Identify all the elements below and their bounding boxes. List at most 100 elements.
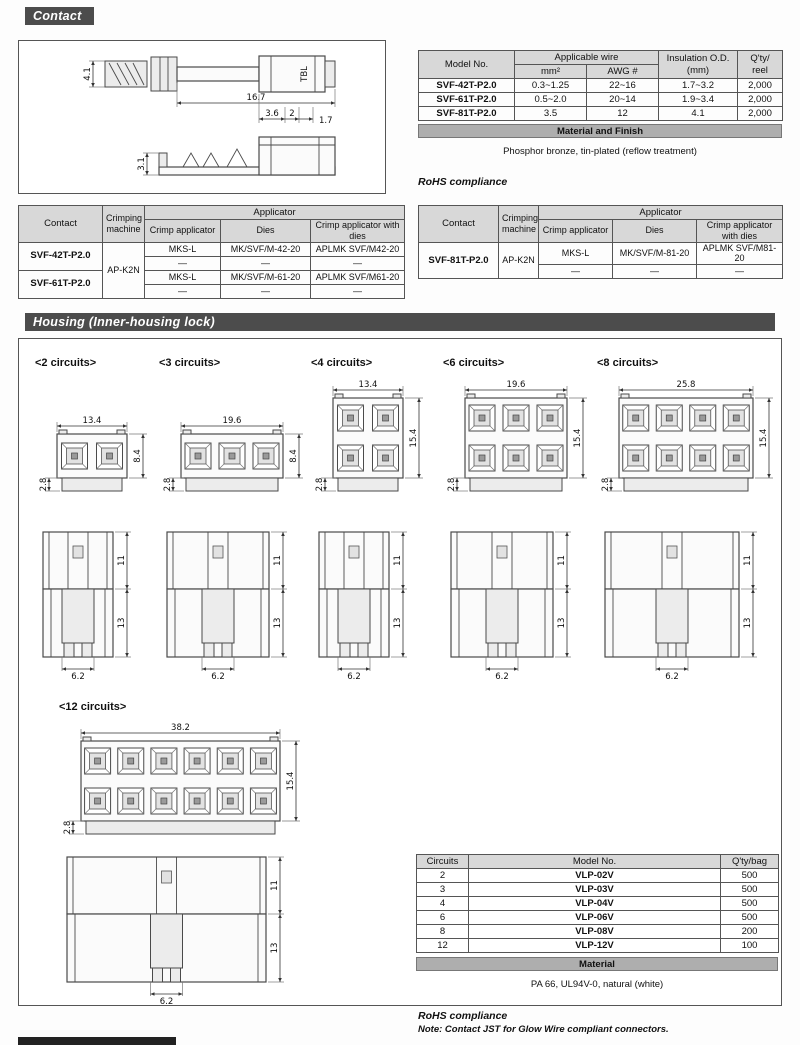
variant-label: <12 circuits> — [59, 701, 127, 713]
contact-model: SVF-81T-P2.0 — [418, 241, 499, 280]
header-model-no: Model No. — [418, 50, 515, 79]
material-text: PA 66, UL94V-0, natural (white) — [530, 979, 664, 990]
next-section-bar-partial — [18, 1037, 176, 1045]
dash: — — [538, 264, 613, 280]
table-row: — — — — [19, 255, 406, 271]
housing-front-view: 19.6 15.4 2.8 — [443, 378, 593, 512]
svg-text:8.4: 8.4 — [289, 449, 299, 463]
svg-text:13: 13 — [273, 618, 283, 629]
header-applicable-wire: Applicable wire — [514, 50, 659, 65]
header-crimp-applicator: Crimp applicator — [538, 219, 613, 243]
crimping-machine: AP-K2N — [498, 241, 539, 280]
circuits: 6 — [416, 910, 469, 925]
svg-text:2.8: 2.8 — [447, 478, 457, 492]
header-applicator: Applicator — [537, 205, 784, 220]
svg-text:6.2: 6.2 — [495, 672, 509, 680]
variant-label: <2 circuits> — [35, 357, 97, 369]
svg-text:8.4: 8.4 — [133, 449, 143, 463]
svg-text:6.2: 6.2 — [71, 672, 85, 680]
wire-mm2: 0.3~1.25 — [514, 78, 587, 93]
svg-text:13: 13 — [557, 618, 567, 629]
svg-text:19.6: 19.6 — [507, 380, 526, 390]
table-row: 2 VLP-02V 500 — [416, 868, 779, 883]
qty-bag: 100 — [720, 938, 779, 953]
svg-text:15.4: 15.4 — [573, 429, 583, 448]
header-applicator: Applicator — [143, 205, 406, 220]
header-qty-bag: Q'ty/bag — [720, 854, 779, 869]
variant-label: <4 circuits> — [311, 357, 373, 369]
insulation-od: 1.9~3.4 — [658, 92, 738, 107]
header-crimp-applicator-with-dies: Crimp applicator with dies — [695, 219, 784, 243]
table-row: SVF-42T-P2.0 AP-K2N MKS-L MK/SVF/M-42-20… — [18, 241, 406, 299]
svg-text:1.7: 1.7 — [319, 116, 333, 126]
wire-awg: 20~14 — [586, 92, 659, 107]
model-no: SVF-42T-P2.0 — [418, 78, 515, 93]
wire-awg: 22~16 — [586, 78, 659, 93]
table-row: 8 VLP-08V 200 — [416, 924, 779, 939]
qty-bag: 200 — [720, 924, 779, 939]
contact-drawing-box: 4.1 TBL 16.7 3.6 2 1.7 — [18, 40, 386, 194]
variant-label: <8 circuits> — [597, 357, 659, 369]
svg-text:11: 11 — [393, 555, 403, 566]
svg-text:2.8: 2.8 — [163, 478, 173, 492]
svg-text:16.7: 16.7 — [247, 93, 266, 103]
model-no: VLP-02V — [468, 868, 721, 883]
table-row: 12 VLP-12V 100 — [416, 938, 779, 953]
header-crimping-machine: Crimping machine — [102, 205, 145, 243]
svg-text:25.8: 25.8 — [677, 380, 696, 390]
material-finish-bar: Material and Finish — [418, 124, 782, 138]
header-model-no: Model No. — [468, 854, 721, 869]
header-dies: Dies — [612, 219, 697, 243]
svg-text:2.8: 2.8 — [601, 478, 611, 492]
circuits: 8 — [416, 924, 469, 939]
table-row: 4 VLP-04V 500 — [416, 896, 779, 911]
crimp-applicator-with-dies: APLMK SVF/M42-20 — [309, 241, 406, 257]
applicator-table-left: Contact Crimping machine Applicator Crim… — [18, 205, 406, 299]
header-circuits: Circuits — [416, 854, 469, 869]
svg-text:15.4: 15.4 — [409, 429, 419, 448]
header-insulation-od: Insulation O.D. (mm) — [658, 50, 738, 79]
header-contact: Contact — [18, 205, 103, 243]
table-row: — — — — [419, 264, 784, 280]
model-no: VLP-08V — [468, 924, 721, 939]
applicator-table-right: Contact Crimping machine Applicator Crim… — [418, 205, 784, 280]
svg-text:6.2: 6.2 — [160, 997, 174, 1005]
svg-text:15.4: 15.4 — [759, 429, 769, 448]
header-dies: Dies — [220, 219, 311, 243]
contact-model: SVF-42T-P2.0 — [18, 241, 103, 271]
contact-spec-table: Model No. Applicable wire Insulation O.D… — [418, 50, 783, 121]
section-header-housing: Housing (Inner-housing lock) — [25, 313, 775, 331]
svg-text:2.8: 2.8 — [63, 821, 73, 835]
svg-text:6.2: 6.2 — [347, 672, 361, 680]
qty-reel: 2,000 — [737, 106, 783, 121]
header-crimping-machine: Crimping machine — [498, 205, 539, 243]
dash: — — [144, 283, 221, 299]
section-header-contact: Contact — [25, 7, 94, 25]
svg-text:TBL: TBL — [300, 66, 310, 83]
svg-text:13: 13 — [743, 618, 753, 629]
table-row: SVF-61T-P2.0 0.5~2.0 20~14 1.9~3.4 2,000 — [418, 92, 783, 107]
svg-text:11: 11 — [117, 555, 127, 566]
glow-wire-note: Note: Contact JST for Glow Wire complian… — [418, 1024, 669, 1035]
qty-bag: 500 — [720, 868, 779, 883]
qty-reel: 2,000 — [737, 78, 783, 93]
crimp-applicator: MKS-L — [144, 241, 221, 257]
dash: — — [220, 283, 311, 299]
circuits: 3 — [416, 882, 469, 897]
housing-front-view: 19.6 8.4 2.8 — [159, 414, 309, 512]
svg-text:13: 13 — [270, 943, 280, 954]
svg-text:11: 11 — [270, 880, 280, 891]
svg-text:19.6: 19.6 — [223, 416, 242, 426]
header-crimp-applicator-with-dies: Crimp applicator with dies — [309, 219, 406, 243]
circuits: 12 — [416, 938, 469, 953]
svg-text:13.4: 13.4 — [359, 380, 378, 390]
model-no: VLP-04V — [468, 896, 721, 911]
rohs-compliance-housing: RoHS compliance — [418, 1010, 508, 1022]
qty-bag: 500 — [720, 896, 779, 911]
housing-front-view: 25.8 15.4 2.8 — [597, 378, 779, 512]
